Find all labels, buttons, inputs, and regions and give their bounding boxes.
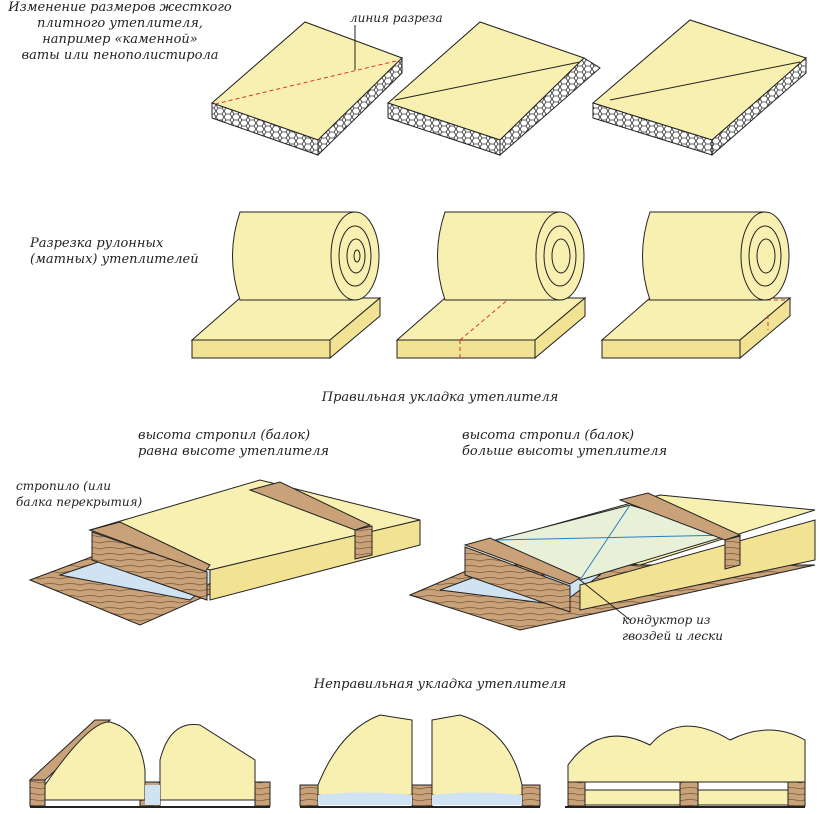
incorrect-example-2: [299, 714, 541, 808]
rigid-section-title: Изменение размеров жесткого плитного уте…: [0, 0, 240, 64]
incorrect-example-3: [565, 725, 806, 808]
correct-taller-rafters: [408, 492, 816, 631]
roll-insulation-cut-across: [395, 211, 587, 360]
rigid-slab-1: [211, 21, 403, 157]
rolls-section-title: Разрезка рулонных (матных) утеплителей: [30, 236, 199, 268]
title-line: например «каменной»: [42, 32, 198, 47]
incorrect-example-1: [28, 719, 271, 808]
title-line: Изменение размеров жесткого: [8, 0, 232, 15]
left-caption: высота стропил (балок) равна высоте утеп…: [138, 428, 329, 460]
label-line: стропило (или: [16, 479, 111, 493]
rafter-label: стропило (или балка перекрытия): [16, 478, 142, 510]
title-line: (матных) утеплителей: [30, 252, 199, 267]
label-line: кондуктор из: [622, 613, 711, 627]
rigid-slab-3: [591, 19, 807, 157]
caption-line: высота стропил (балок): [462, 428, 635, 443]
caption-line: высота стропил (балок): [138, 428, 311, 443]
label-line: гвоздей и лески: [622, 629, 723, 643]
title-line: ваты или пенополистирола: [21, 48, 219, 63]
cut-line-label: линия разреза: [350, 11, 443, 25]
caption-line: равна высоте утеплителя: [138, 444, 329, 459]
title-line: Разрезка рулонных: [30, 236, 164, 251]
title-line: плитного утеплителя,: [37, 16, 203, 31]
roll-insulation-cut-along: [600, 211, 792, 360]
right-caption: высота стропил (балок) больше высоты уте…: [462, 428, 667, 460]
caption-line: больше высоты утеплителя: [462, 444, 668, 459]
roll-insulation: [190, 211, 382, 360]
label-line: балка перекрытия): [16, 495, 143, 509]
correct-equal-height: [28, 479, 421, 626]
rigid-slab-2: [387, 21, 601, 157]
incorrect-section-title: Неправильная укладка утеплителя: [313, 677, 567, 692]
cut-line: [214, 59, 401, 105]
jig-label: кондуктор из гвоздей и лески: [622, 612, 723, 644]
correct-section-title: Правильная укладка утеплителя: [321, 390, 559, 405]
